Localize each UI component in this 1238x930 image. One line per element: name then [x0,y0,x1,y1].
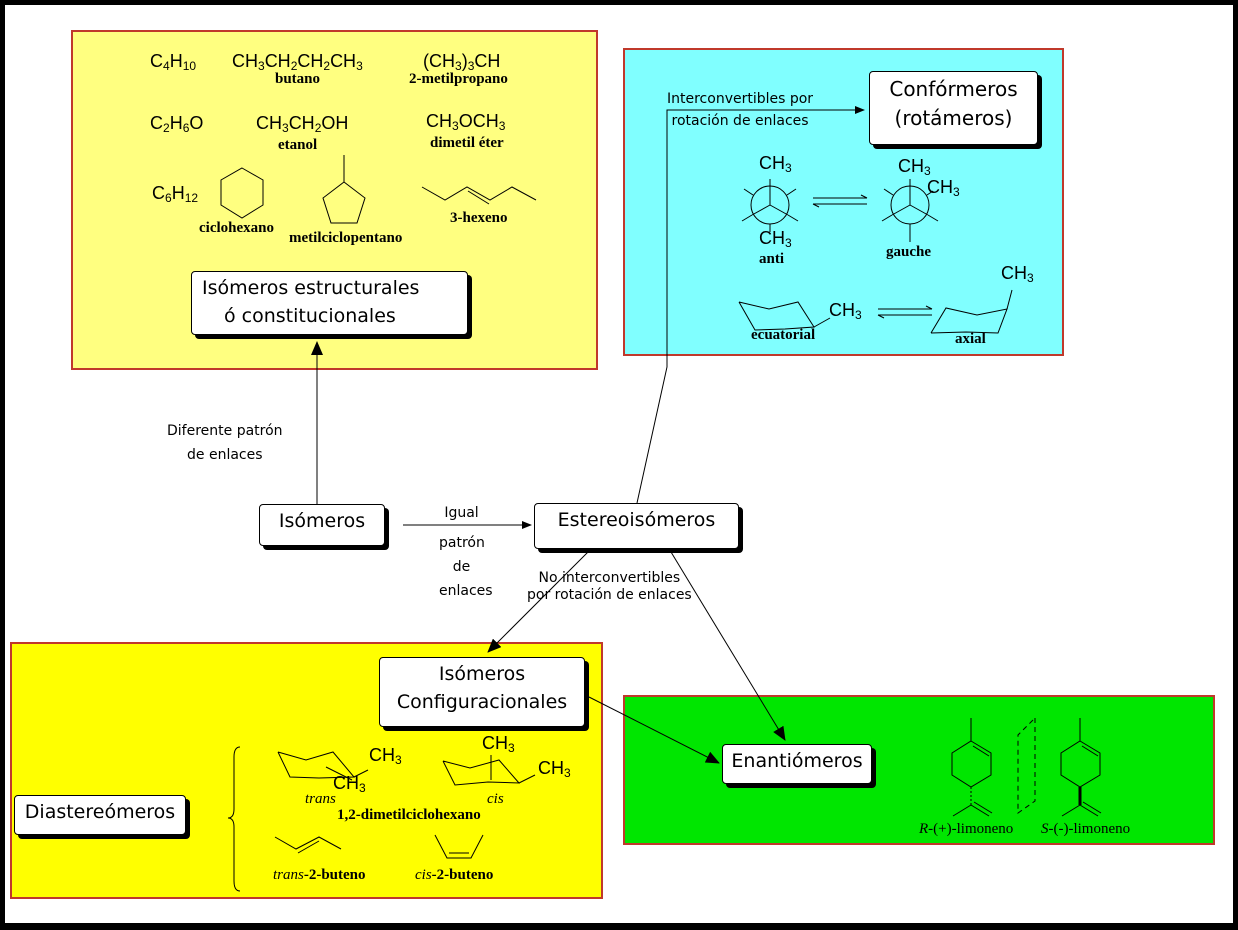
cis-label: cis [487,791,504,807]
r-limonene-label: R-(+)-limoneno [919,821,1013,838]
formula-c2h6o: C2H6O [150,113,204,135]
butene-suffix-trans: -2-buteno [303,867,366,883]
conformers-line2: (rotámeros) [894,106,1013,130]
gauche-ch3-top: CH3 [898,156,931,178]
butene-suffix-cis: -2-buteno [431,867,494,883]
interconvertible-label: Interconvertibles por rotación de enlace… [667,89,813,132]
configurational-isomers-box[interactable]: Isómeros Configuracionales [379,657,585,727]
trans-ch3-bottom: CH3 [333,773,366,795]
conformers-line1: Confórmeros [889,77,1018,101]
structural-isomers-line1: Isómeros estructurales [202,277,420,299]
r-prefix: R [919,821,929,837]
axial-ch3: CH3 [1001,263,1034,285]
same-pattern-line2: patrón [439,535,485,552]
formula-butane: CH3CH2CH2CH3 [232,51,363,73]
anti-ch3-top: CH3 [759,153,792,175]
enantiomers-box[interactable]: Enantiómeros [722,744,872,784]
name-methylcyclopentane: metilciclopentano [289,230,403,246]
anti-ch3-bottom: CH3 [759,228,792,250]
not-interconvertible-label: No interconvertibles por rotación de enl… [527,570,692,604]
configurational-line2: Configuracionales [396,690,568,713]
diagram-canvas: C4H10 CH3CH2CH2CH3 butano (CH3)3CH 2-met… [5,5,1233,923]
same-pattern-line1: Igual [444,505,479,521]
structural-isomers-line2: ó constitucionales [224,304,396,327]
formula-dme: CH3OCH3 [426,111,506,133]
dimethylcyclohexane-name: 1,2-dimetilciclohexano [337,807,481,823]
isomers-box[interactable]: Isómeros [259,504,385,546]
name-dme: dimetil éter [430,135,504,151]
trans-prefix: trans [273,867,304,883]
interconvertible-line2: rotación de enlaces [671,112,809,129]
same-pattern-line3: de [452,559,471,576]
conformers-box[interactable]: Confórmeros (rotámeros) [869,71,1038,145]
formula-c6h12: C6H12 [152,183,199,205]
same-pattern-line4: enlaces [439,583,493,600]
name-3-hexene: 3-hexeno [450,210,508,226]
s-limonene-label: S-(-)-limoneno [1041,821,1130,838]
s-prefix: S [1041,821,1049,837]
stereoisomers-box[interactable]: Estereoisómeros [534,503,739,549]
not-interconvertible-line1: No interconvertibles [538,570,681,586]
s-suffix: -(-)-limoneno [1048,821,1131,837]
trans-ch3-right: CH3 [369,745,402,767]
cis-2-butene-label: cis-2-buteno [415,867,493,884]
structural-isomers-box[interactable]: Isómeros estructurales ó constitucionale… [191,271,468,335]
cis-ch3-right: CH3 [538,758,571,780]
name-isobutane: 2-metilpropano [409,71,508,87]
diastereomers-box[interactable]: Diastereómeros [14,795,186,835]
ecuatorial-label: ecuatorial [751,327,816,343]
different-pattern-line1: Diferente patrón [167,423,283,439]
axial-label: axial [955,331,986,347]
formula-c4h10: C4H10 [150,51,197,73]
name-ethanol: etanol [278,137,318,153]
name-butane: butano [275,71,321,87]
name-cyclohexane: ciclohexano [199,220,274,236]
ecuatorial-ch3: CH3 [829,300,862,322]
different-pattern-label: Diferente patrón de enlaces [167,420,283,468]
cis-prefix: cis [415,867,432,883]
trans-label: trans [305,791,336,807]
interconvertible-line1: Interconvertibles por [667,91,814,107]
formula-ethanol: CH3CH2OH [256,113,349,135]
not-interconvertible-line2: por rotación de enlaces [527,586,692,603]
cis-ch3-top: CH3 [482,733,515,755]
gauche-ch3-right: CH3 [927,177,960,199]
same-pattern-label: Igual patrón de enlaces [439,501,493,603]
trans-2-butene-label: trans-2-buteno [273,867,366,884]
formula-isobutane: (CH3)3CH [423,51,501,73]
r-suffix: -(+)-limoneno [928,821,1014,837]
anti-label: anti [759,251,785,267]
configurational-line1: Isómeros [438,663,526,685]
different-pattern-line2: de enlaces [187,446,263,463]
gauche-label: gauche [886,244,931,260]
